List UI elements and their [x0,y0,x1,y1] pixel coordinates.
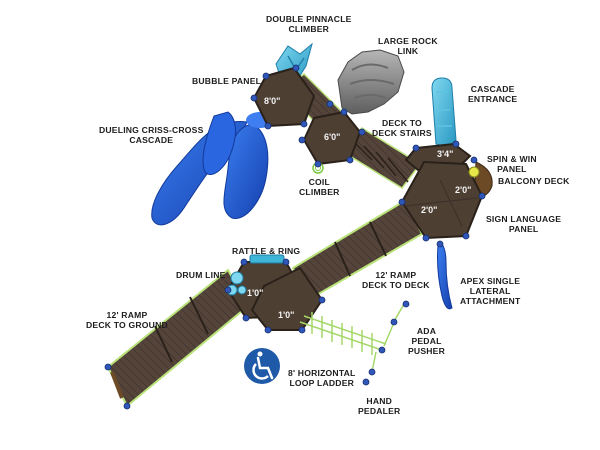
posts [104,64,486,410]
deck-height-1ft-right: 1'0" [278,310,294,320]
wheelchair-icon [244,348,280,384]
deck-height-6ft: 6'0" [324,132,340,142]
deck-height-2ft-right: 2'0" [455,185,471,195]
horizontal-loop-ladder [299,312,387,355]
cascade-entrance-slide [431,77,457,146]
rattle-ring-panel [249,254,285,264]
deck-height-3ft4: 3'4" [437,149,453,159]
deck-height-2ft-left: 2'0" [421,205,437,215]
large-rock-link [337,49,405,115]
label-drum-line: DRUM LINE [176,270,226,280]
label-rattle-ring: RATTLE & RING [232,246,301,256]
label-bubble-panel: BUBBLE PANEL [192,76,262,86]
apex-lateral-attachment [437,243,453,310]
label-balcony-deck: BALCONY DECK [498,176,570,186]
dueling-crisscross-slide [151,111,274,226]
ada-pedal-pusher [371,303,405,373]
drum-line [226,271,247,296]
deck-height-1ft-left: 1'0" [247,288,263,298]
spin-win-panel [468,166,480,178]
deck-height-8ft: 8'0" [264,96,280,106]
ramp-end-ground [110,371,124,399]
